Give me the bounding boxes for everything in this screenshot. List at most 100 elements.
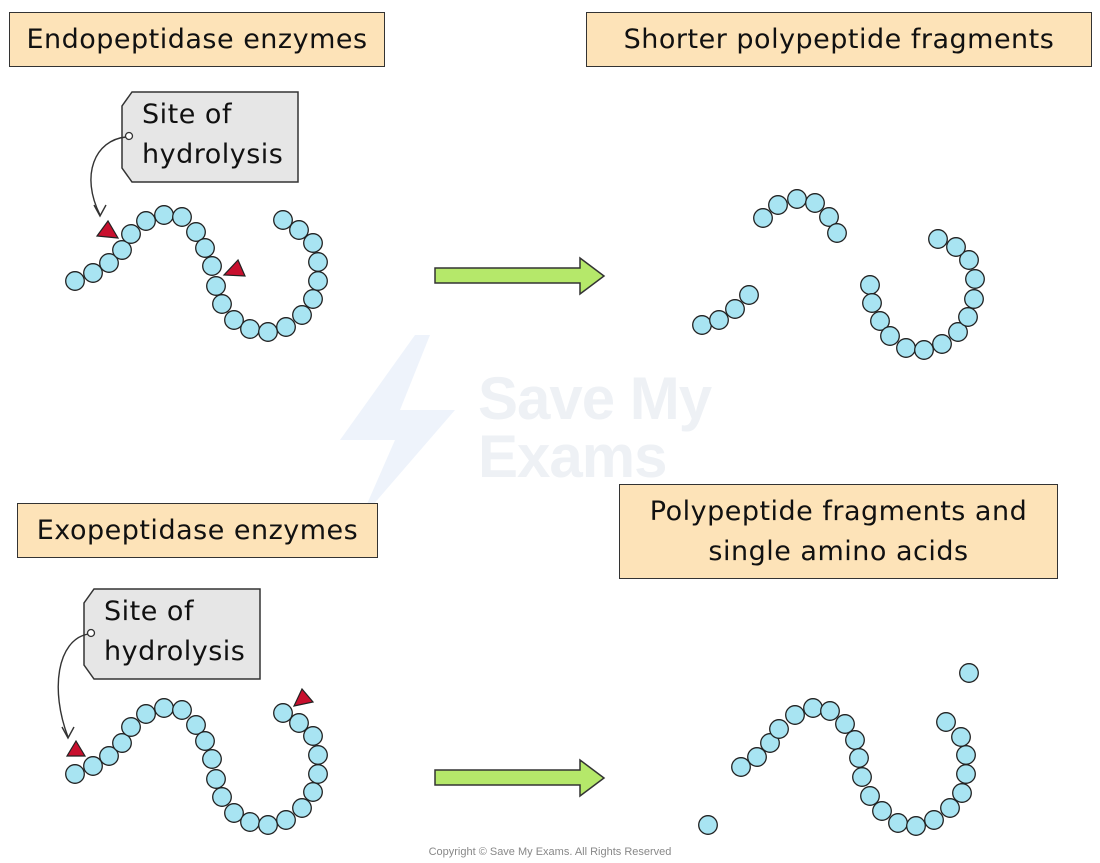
exopeptidase-label-text: Exopeptidase enzymes xyxy=(36,514,359,546)
site-tag-shape-top xyxy=(121,91,299,183)
watermark-line2: Exams xyxy=(478,423,667,490)
site-tag-top-line2: hydrolysis xyxy=(142,139,284,170)
pointer-line-bottom xyxy=(57,633,89,738)
copyright-notice: Copyright © Save My Exams. All Rights Re… xyxy=(428,846,672,858)
exo-result-label-line1: Polypeptide fragments and xyxy=(649,495,1028,527)
amino-acid xyxy=(303,289,323,309)
amino-acid xyxy=(308,252,328,272)
amino-acid xyxy=(860,786,880,806)
amino-acid xyxy=(202,256,222,276)
amino-acid xyxy=(258,815,278,835)
amino-acid xyxy=(308,271,328,291)
amino-acid xyxy=(747,747,767,767)
amino-acid xyxy=(951,727,971,747)
amino-acid xyxy=(959,663,979,683)
amino-acid xyxy=(273,703,293,723)
reaction-arrow-top xyxy=(434,256,606,296)
amino-acid xyxy=(709,310,729,330)
amino-acid xyxy=(952,783,972,803)
endo-result-label-text: Shorter polypeptide fragments xyxy=(623,23,1055,55)
amino-acid xyxy=(956,764,976,784)
site-tag-bottom-line2: hydrolysis xyxy=(104,636,246,667)
amino-acid xyxy=(936,712,956,732)
amino-acid xyxy=(805,193,825,213)
amino-acid xyxy=(959,250,979,270)
hydrolysis-marker-icon xyxy=(65,739,87,757)
amino-acid xyxy=(240,812,260,832)
amino-acid xyxy=(289,220,309,240)
amino-acid xyxy=(932,334,952,354)
site-of-hydrolysis-tag-bottom: Site of hydrolysis xyxy=(104,592,245,672)
exopeptidase-label: Exopeptidase enzymes xyxy=(17,503,378,558)
amino-acid xyxy=(65,271,85,291)
amino-acid xyxy=(224,310,244,330)
amino-acid xyxy=(753,208,773,228)
amino-acid xyxy=(292,798,312,818)
amino-acid xyxy=(99,746,119,766)
amino-acid xyxy=(827,223,847,243)
endo-result-label: Shorter polypeptide fragments xyxy=(586,12,1092,67)
amino-acid xyxy=(819,207,839,227)
amino-acid xyxy=(303,782,323,802)
amino-acid xyxy=(948,322,968,342)
amino-acid xyxy=(206,769,226,789)
amino-acid xyxy=(785,705,805,725)
amino-acid xyxy=(195,731,215,751)
amino-acid xyxy=(186,715,206,735)
amino-acid xyxy=(195,238,215,258)
watermark-line1: Save My xyxy=(478,365,712,432)
hydrolysis-marker-icon xyxy=(292,687,315,707)
amino-acid xyxy=(240,319,260,339)
amino-acid xyxy=(956,745,976,765)
amino-acid xyxy=(308,764,328,784)
amino-acid xyxy=(914,340,934,360)
amino-acid xyxy=(83,263,103,283)
amino-acid xyxy=(924,810,944,830)
amino-acid xyxy=(224,803,244,823)
amino-acid xyxy=(186,222,206,242)
amino-acid xyxy=(768,195,788,215)
hydrolysis-marker-icon xyxy=(95,219,120,239)
amino-acid xyxy=(928,229,948,249)
amino-acid xyxy=(136,704,156,724)
amino-acid xyxy=(965,269,985,289)
amino-acid xyxy=(769,719,789,739)
amino-acid xyxy=(862,293,882,313)
endopeptidase-label: Endopeptidase enzymes xyxy=(9,12,385,67)
amino-acid xyxy=(292,305,312,325)
amino-acid xyxy=(154,205,174,225)
amino-acid xyxy=(739,285,759,305)
tag-hole xyxy=(124,131,134,141)
amino-acid xyxy=(906,816,926,836)
amino-acid xyxy=(258,322,278,342)
amino-acid xyxy=(206,276,226,296)
amino-acid xyxy=(172,700,192,720)
hydrolysis-marker-icon xyxy=(222,258,246,277)
amino-acid xyxy=(308,745,328,765)
exo-result-label: Polypeptide fragments and single amino a… xyxy=(619,484,1058,579)
amino-acid xyxy=(112,240,132,260)
amino-acid xyxy=(860,275,880,295)
amino-acid xyxy=(65,764,85,784)
amino-acid xyxy=(112,733,132,753)
site-tag-top-line1: Site of xyxy=(142,99,232,130)
pointer-arrowhead-top xyxy=(93,204,107,218)
watermark-bolt-icon xyxy=(340,335,455,520)
amino-acid xyxy=(870,311,890,331)
amino-acid xyxy=(787,189,807,209)
endopeptidase-label-text: Endopeptidase enzymes xyxy=(26,23,368,55)
site-of-hydrolysis-tag-top: Site of hydrolysis xyxy=(142,95,283,175)
amino-acid xyxy=(99,253,119,273)
amino-acid xyxy=(136,211,156,231)
site-tag-bottom-line1: Site of xyxy=(104,596,194,627)
amino-acid xyxy=(852,767,872,787)
amino-acid xyxy=(121,224,141,244)
amino-acid xyxy=(303,233,323,253)
amino-acid xyxy=(940,798,960,818)
amino-acid xyxy=(880,326,900,346)
watermark: Save My Exams xyxy=(478,365,712,490)
amino-acid xyxy=(946,237,966,257)
site-tag-shape-bottom xyxy=(83,588,261,680)
amino-acid xyxy=(276,317,296,337)
